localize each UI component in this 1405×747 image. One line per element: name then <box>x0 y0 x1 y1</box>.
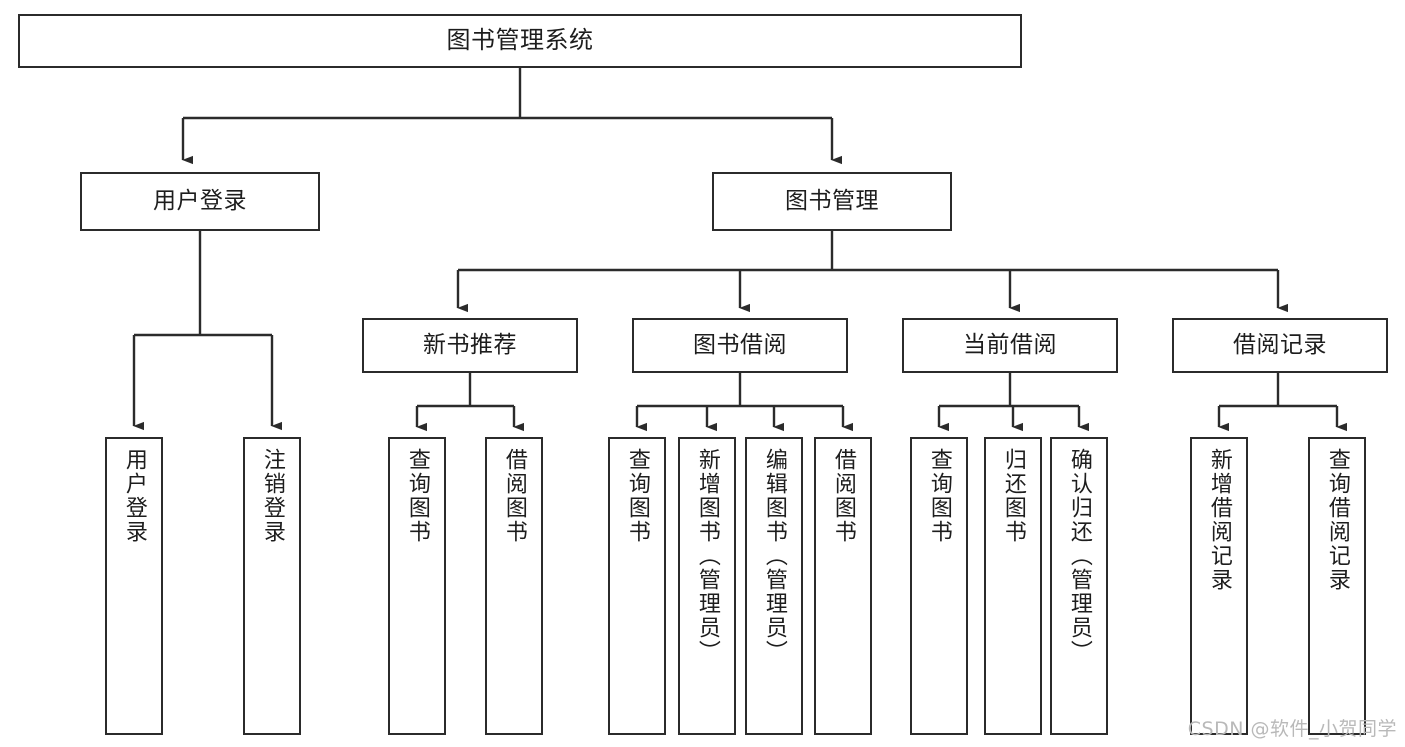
node-leaf-query-book-1[interactable]: 查询图书 <box>388 437 446 735</box>
node-leaf-add-book-label: 新增图书（管理员） <box>694 448 720 664</box>
node-book-manage-label: 图书管理 <box>785 188 879 215</box>
node-borrow-record[interactable]: 借阅记录 <box>1172 318 1388 373</box>
node-leaf-query-book-3-label: 查询图书 <box>926 448 952 544</box>
node-book-borrow-label: 图书借阅 <box>693 332 787 359</box>
node-current-borrow[interactable]: 当前借阅 <box>902 318 1118 373</box>
node-leaf-query-book-2-label: 查询图书 <box>624 448 650 544</box>
node-leaf-user-logout-label: 注销登录 <box>259 448 285 544</box>
node-new-book-recommend[interactable]: 新书推荐 <box>362 318 578 373</box>
node-leaf-user-logout[interactable]: 注销登录 <box>243 437 301 735</box>
node-leaf-borrow-book-2[interactable]: 借阅图书 <box>814 437 872 735</box>
node-leaf-edit-book-label: 编辑图书（管理员） <box>761 448 787 664</box>
node-user-login-label: 用户登录 <box>153 188 247 215</box>
node-root[interactable]: 图书管理系统 <box>18 14 1022 68</box>
csdn-watermark: CSDN @软件_小贺同学 <box>1187 718 1397 740</box>
node-leaf-query-book-1-label: 查询图书 <box>404 448 430 544</box>
node-leaf-edit-book[interactable]: 编辑图书（管理员） <box>745 437 803 735</box>
node-leaf-query-record[interactable]: 查询借阅记录 <box>1308 437 1366 735</box>
node-leaf-user-login[interactable]: 用户登录 <box>105 437 163 735</box>
node-leaf-borrow-book-1-label: 借阅图书 <box>501 448 527 544</box>
node-leaf-query-book-2[interactable]: 查询图书 <box>608 437 666 735</box>
node-book-manage[interactable]: 图书管理 <box>712 172 952 231</box>
node-leaf-add-record-label: 新增借阅记录 <box>1206 448 1232 592</box>
node-leaf-user-login-label: 用户登录 <box>121 448 147 544</box>
node-leaf-add-book[interactable]: 新增图书（管理员） <box>678 437 736 735</box>
node-leaf-query-book-3[interactable]: 查询图书 <box>910 437 968 735</box>
node-leaf-return-book[interactable]: 归还图书 <box>984 437 1042 735</box>
node-current-borrow-label: 当前借阅 <box>963 332 1057 359</box>
node-root-label: 图书管理系统 <box>446 26 594 55</box>
node-leaf-return-book-label: 归还图书 <box>1000 448 1026 544</box>
node-leaf-confirm-return[interactable]: 确认归还（管理员） <box>1050 437 1108 735</box>
node-leaf-borrow-book-2-label: 借阅图书 <box>830 448 856 544</box>
node-leaf-query-record-label: 查询借阅记录 <box>1324 448 1350 592</box>
node-borrow-record-label: 借阅记录 <box>1233 332 1327 359</box>
node-leaf-confirm-return-label: 确认归还（管理员） <box>1066 448 1092 664</box>
node-leaf-borrow-book-1[interactable]: 借阅图书 <box>485 437 543 735</box>
node-new-book-recommend-label: 新书推荐 <box>423 332 517 359</box>
node-user-login[interactable]: 用户登录 <box>80 172 320 231</box>
node-book-borrow[interactable]: 图书借阅 <box>632 318 848 373</box>
node-leaf-add-record[interactable]: 新增借阅记录 <box>1190 437 1248 735</box>
